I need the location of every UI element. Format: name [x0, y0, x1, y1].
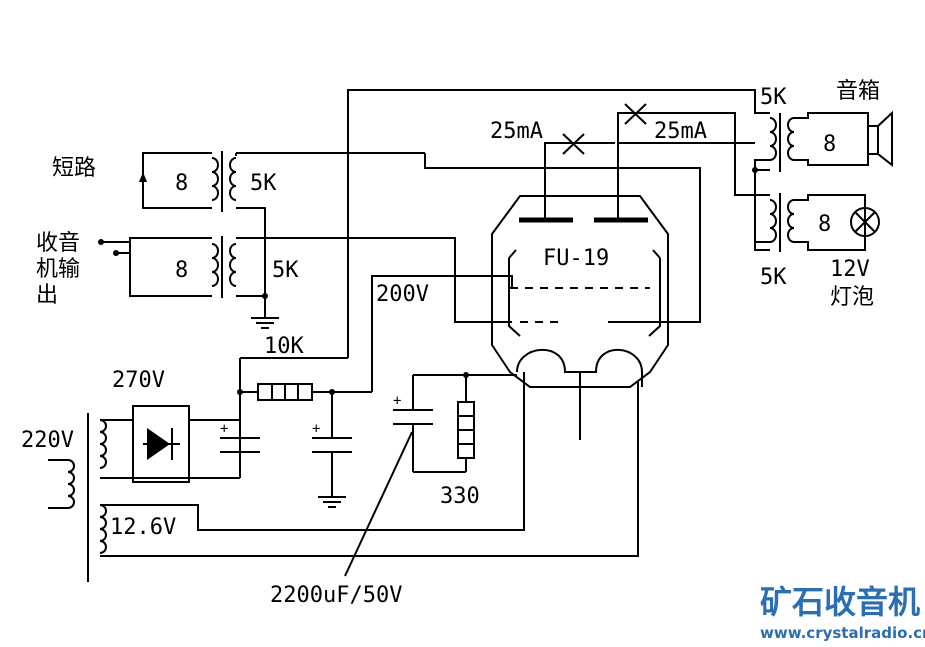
label-270v: 270V — [112, 368, 165, 393]
label-8-ohm-a: 8 — [175, 171, 188, 196]
label-8-ohm-speaker: 8 — [823, 132, 836, 157]
label-speaker: 音箱 — [836, 79, 880, 104]
label-radio-output-2: 机输 — [36, 257, 80, 282]
label-5k-a: 5K — [250, 171, 277, 196]
label-10k: 10K — [264, 334, 304, 359]
svg-text:+: + — [312, 421, 320, 437]
label-5k-bottom: 5K — [760, 265, 787, 290]
vacuum-tube — [491, 195, 669, 440]
label-330: 330 — [440, 484, 480, 509]
label-radio-output-1: 收音 — [36, 231, 80, 256]
watermark-site-name: 矿石收音机 — [760, 583, 920, 621]
label-current-right: 25mA — [654, 119, 707, 144]
svg-text:+: + — [220, 421, 228, 437]
input-transformer-short — [139, 151, 266, 296]
label-8-ohm-bulb: 8 — [818, 212, 831, 237]
label-8-ohm-b: 8 — [175, 258, 188, 283]
label-capacitor: 2200uF/50V — [270, 583, 402, 608]
label-220v: 220V — [21, 428, 74, 453]
svg-text:+: + — [393, 393, 401, 409]
label-200v: 200V — [376, 282, 429, 307]
label-short-circuit: 短路 — [52, 156, 96, 181]
arrow-icon — [139, 172, 147, 182]
label-12-6v: 12.6V — [110, 515, 176, 540]
output-transformer-speaker — [347, 89, 893, 358]
label-bulb: 灯泡 — [830, 285, 874, 310]
label-radio-output-3: 出 — [36, 283, 58, 308]
label-5k-b: 5K — [272, 258, 299, 283]
input-transformer-radio — [98, 236, 512, 329]
label-bulb-voltage: 12V — [830, 257, 870, 282]
power-supply: + + + — [48, 275, 639, 582]
output-transformer-bulb — [752, 167, 880, 252]
watermark-url: www.crystalradio.cn — [760, 624, 925, 642]
label-current-left: 25mA — [490, 119, 543, 144]
label-5k-top: 5K — [760, 85, 787, 110]
label-tube: FU-19 — [543, 246, 609, 271]
